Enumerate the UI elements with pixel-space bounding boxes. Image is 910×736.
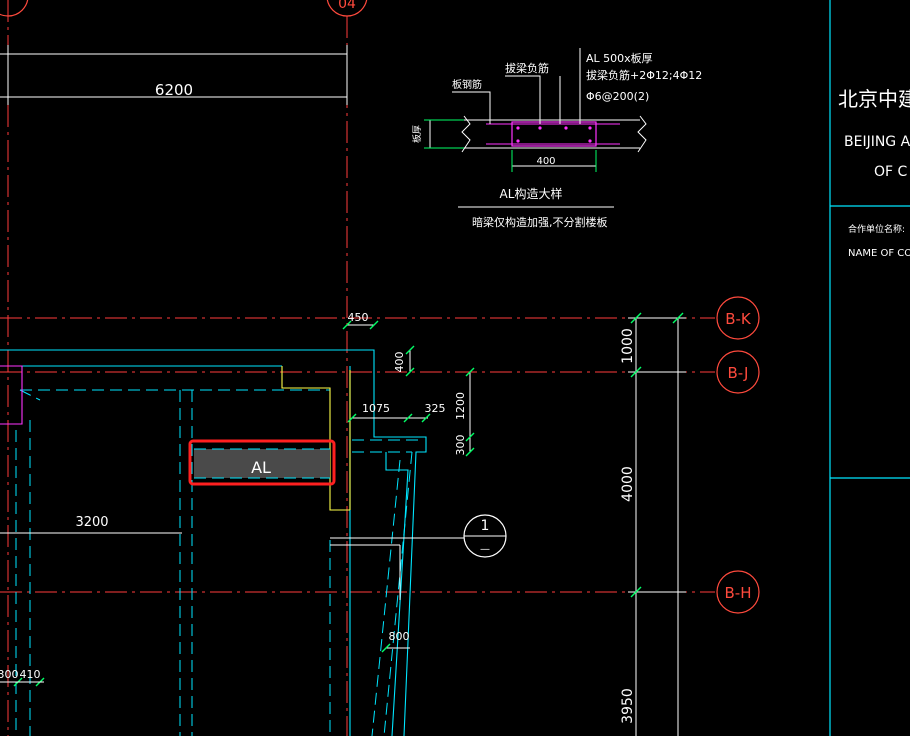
- dimension-300-text: 300: [454, 435, 467, 456]
- axis-bubble-bk-label: B-K: [725, 310, 752, 328]
- dimension-3950-text: 3950: [620, 688, 636, 724]
- dimension-4000-text: 4000: [620, 466, 636, 502]
- dimension-300b-text: 300: [0, 668, 19, 681]
- wall-dimension-ticks: [342, 320, 475, 653]
- title-field-cn: 合作单位名称:: [848, 223, 905, 235]
- detail-spec-line1: AL 500x板厚: [586, 51, 653, 65]
- title-company-en-1: BEIJING A: [844, 134, 910, 150]
- detail-label-slab-bar: 板钢筋: [452, 78, 482, 91]
- detail-width-dim: 400: [536, 156, 555, 167]
- hidden-lines: [15, 389, 420, 736]
- axis-bubble-04-label: 04: [338, 0, 356, 12]
- wall-ramp-inner: [385, 452, 409, 736]
- wall-dimensions: [347, 324, 471, 649]
- axis-lines: [0, 0, 715, 736]
- al-beam-fill: [194, 449, 330, 478]
- dimension-6200-text: 6200: [155, 81, 193, 99]
- dimension-1200-text: 1200: [454, 392, 467, 420]
- al-beam-label: AL: [251, 458, 271, 477]
- section-mark-sheet: —: [480, 544, 490, 555]
- axis-bubble-04[interactable]: [326, 0, 368, 17]
- axis-bubble-bj-label: B-J: [728, 364, 749, 382]
- axis-bubble-left[interactable]: [0, 0, 29, 17]
- detail-spec-line2: 拔梁负筋+2Φ12;4Φ12: [586, 68, 702, 82]
- detail-label-neg-bar: 拔梁负筋: [505, 61, 549, 75]
- right-axis-bubbles: [716, 296, 760, 614]
- axis-bubble-bh-label: B-H: [725, 584, 752, 602]
- dimension-3200-text: 3200: [75, 515, 108, 530]
- vertical-dimension-ticks: [630, 312, 684, 598]
- magenta-lines: [0, 365, 23, 425]
- top-axis-bubbles: [0, 0, 368, 17]
- yellow-wall: [281, 366, 351, 511]
- al-detail: [424, 48, 647, 208]
- title-company-cn: 北京中建建: [838, 87, 910, 111]
- al-beam-highlight-box[interactable]: [188, 439, 336, 486]
- dimension-800-text: 800: [389, 630, 410, 643]
- dimension-325-text: 325: [425, 402, 446, 415]
- section-mark-number: 1: [481, 518, 490, 534]
- detail-title: AL构造大样: [500, 186, 563, 201]
- dimension-6200: [0, 45, 348, 105]
- title-field-en: NAME OF CO: [848, 248, 910, 259]
- wall-outer-line: [0, 349, 427, 736]
- detail-label-thickness: 板厚: [411, 125, 423, 143]
- detail-note: 暗梁仅构造加强,不分割楼板: [472, 215, 608, 229]
- detail-spec-line3: Φ6@200(2): [586, 90, 649, 103]
- misc-white-lines: [0, 532, 464, 600]
- dimension-1000-text: 1000: [620, 328, 636, 364]
- dimension-450-text: 450: [348, 311, 369, 324]
- axis-bubble-bh[interactable]: [716, 570, 760, 614]
- title-block: [829, 0, 910, 736]
- axis-bubble-bk[interactable]: [716, 296, 760, 340]
- axis-bubble-bj[interactable]: [716, 350, 760, 394]
- dimension-410-text: 410: [20, 668, 41, 681]
- title-company-en-2: OF C: [874, 164, 908, 180]
- dimension-400-text: 400: [393, 352, 406, 373]
- vertical-dimension-chain: [628, 317, 686, 736]
- dimension-1075-text: 1075: [362, 402, 390, 415]
